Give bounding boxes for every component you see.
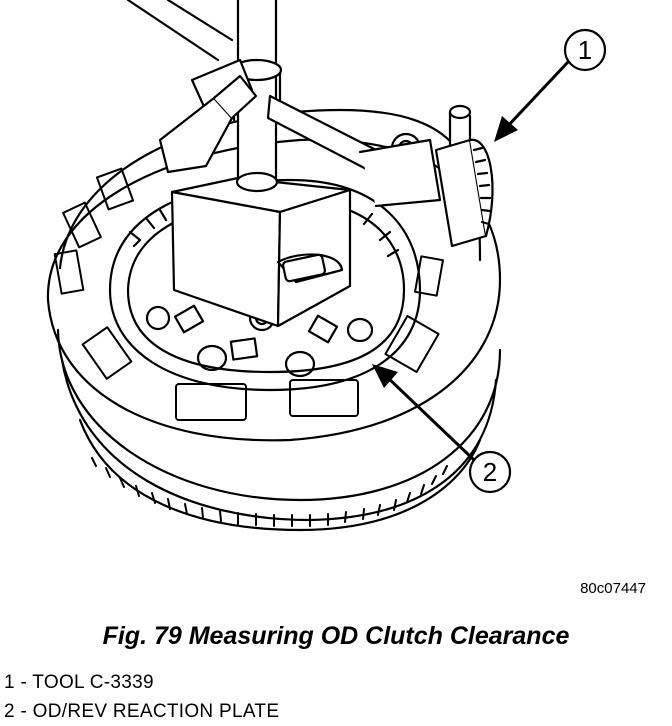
callout-1: 1 <box>494 28 607 142</box>
callout-2-leader <box>384 374 476 462</box>
callout-1-arrowhead <box>494 116 518 142</box>
indicator-spindle <box>231 0 283 193</box>
tool-post <box>434 104 494 248</box>
callout-2-number: 2 <box>483 457 497 487</box>
callout-2-arrowhead <box>372 364 398 388</box>
callout-2: 2 <box>372 364 512 494</box>
tool-c-3339 <box>126 0 442 208</box>
housing-splines <box>91 457 448 527</box>
clutch-illustration: 1 2 <box>46 0 607 532</box>
legend-item-reaction-plate: 2 - OD/REV REACTION PLATE <box>4 701 280 722</box>
dial-indicator-body <box>170 176 352 328</box>
figure-id: 80c07447 <box>580 580 646 597</box>
callout-1-leader <box>504 60 570 130</box>
figure-caption: Fig. 79 Measuring OD Clutch Clearance <box>102 622 570 650</box>
callout-1-circle <box>563 28 607 72</box>
callout-1-number: 1 <box>578 35 592 65</box>
callout-2-circle <box>468 450 512 494</box>
legend-item-tool: 1 - TOOL C-3339 <box>4 672 154 693</box>
